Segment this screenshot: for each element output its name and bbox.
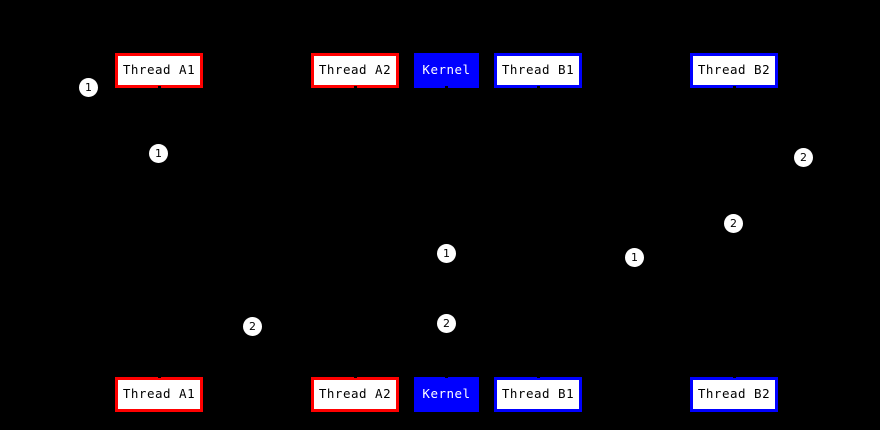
participant-label: Thread B1: [501, 386, 575, 402]
step-marker-number: 1: [443, 247, 450, 260]
lifeline-stub-thread-a2-footer: [354, 374, 357, 378]
participant-label: Thread A2: [318, 386, 392, 402]
step-marker-1: 1: [79, 78, 98, 97]
participant-label: Kernel: [422, 62, 471, 78]
participant-box-thread-b1-header[interactable]: Thread B1: [494, 53, 582, 88]
participant-label: Thread A1: [122, 386, 196, 402]
step-marker-number: 2: [249, 320, 256, 333]
participant-box-thread-a1-footer[interactable]: Thread A1: [115, 377, 203, 412]
participant-label: Thread A2: [318, 62, 392, 78]
message-arrow-msg-1-a1-kernel: [158, 144, 446, 254]
participant-box-thread-b2-footer[interactable]: Thread B2: [690, 377, 778, 412]
lifeline-stub-kernel-footer: [445, 374, 448, 378]
participant-label: Thread A1: [122, 62, 196, 78]
step-marker-number: 1: [631, 251, 638, 264]
lifeline-stub-kernel-header: [445, 86, 448, 90]
step-marker-1: 1: [437, 244, 456, 263]
lifeline-thread-a2: [355, 88, 356, 377]
step-marker-2: 2: [437, 314, 456, 333]
step-marker-1: 1: [149, 144, 168, 163]
lifeline-stub-thread-b2-header: [733, 86, 736, 90]
step-marker-1: 1: [625, 248, 644, 267]
step-marker-number: 2: [443, 317, 450, 330]
participant-label: Kernel: [422, 386, 471, 402]
message-arrow-msg-2-kernel-a2: [354, 322, 446, 326]
participant-box-thread-a2-footer[interactable]: Thread A2: [311, 377, 399, 412]
step-marker-2: 2: [724, 214, 743, 233]
lifeline-stub-thread-a2-header: [354, 86, 357, 90]
step-marker-2: 2: [243, 317, 262, 336]
lifeline-stub-thread-b1-header: [537, 86, 540, 90]
lifeline-stub-thread-a1-footer: [158, 374, 161, 378]
lifeline-kernel: [446, 88, 447, 377]
message-arrow-msg-1-a1-out: [158, 88, 159, 144]
step-marker-number: 1: [85, 81, 92, 94]
participant-box-thread-a1-header[interactable]: Thread A1: [115, 53, 203, 88]
message-arrow-msg-1-kernel-b1: [445, 253, 538, 258]
step-marker-number: 2: [800, 151, 807, 164]
lifeline-thread-b1: [538, 88, 539, 377]
message-arrow-msg-2-b2-kernel: [445, 222, 734, 323]
lifeline-thread-a1: [159, 88, 160, 377]
step-marker-number: 2: [730, 217, 737, 230]
participant-box-kernel-header[interactable]: Kernel: [414, 53, 479, 88]
participant-box-thread-b1-footer[interactable]: Thread B1: [494, 377, 582, 412]
lifeline-stub-thread-b2-footer: [733, 374, 736, 378]
participant-box-kernel-footer[interactable]: Kernel: [414, 377, 479, 412]
participant-label: Thread B2: [697, 386, 771, 402]
participant-box-thread-b2-header[interactable]: Thread B2: [690, 53, 778, 88]
message-arrow-msg-2-b2-out: [733, 88, 734, 157]
participant-label: Thread B1: [501, 62, 575, 78]
lifeline-stub-thread-b1-footer: [537, 374, 540, 378]
step-marker-2: 2: [794, 148, 813, 167]
lifeline-stub-thread-a1-header: [158, 86, 161, 90]
step-marker-number: 1: [155, 147, 162, 160]
participant-box-thread-a2-header[interactable]: Thread A2: [311, 53, 399, 88]
participant-label: Thread B2: [697, 62, 771, 78]
